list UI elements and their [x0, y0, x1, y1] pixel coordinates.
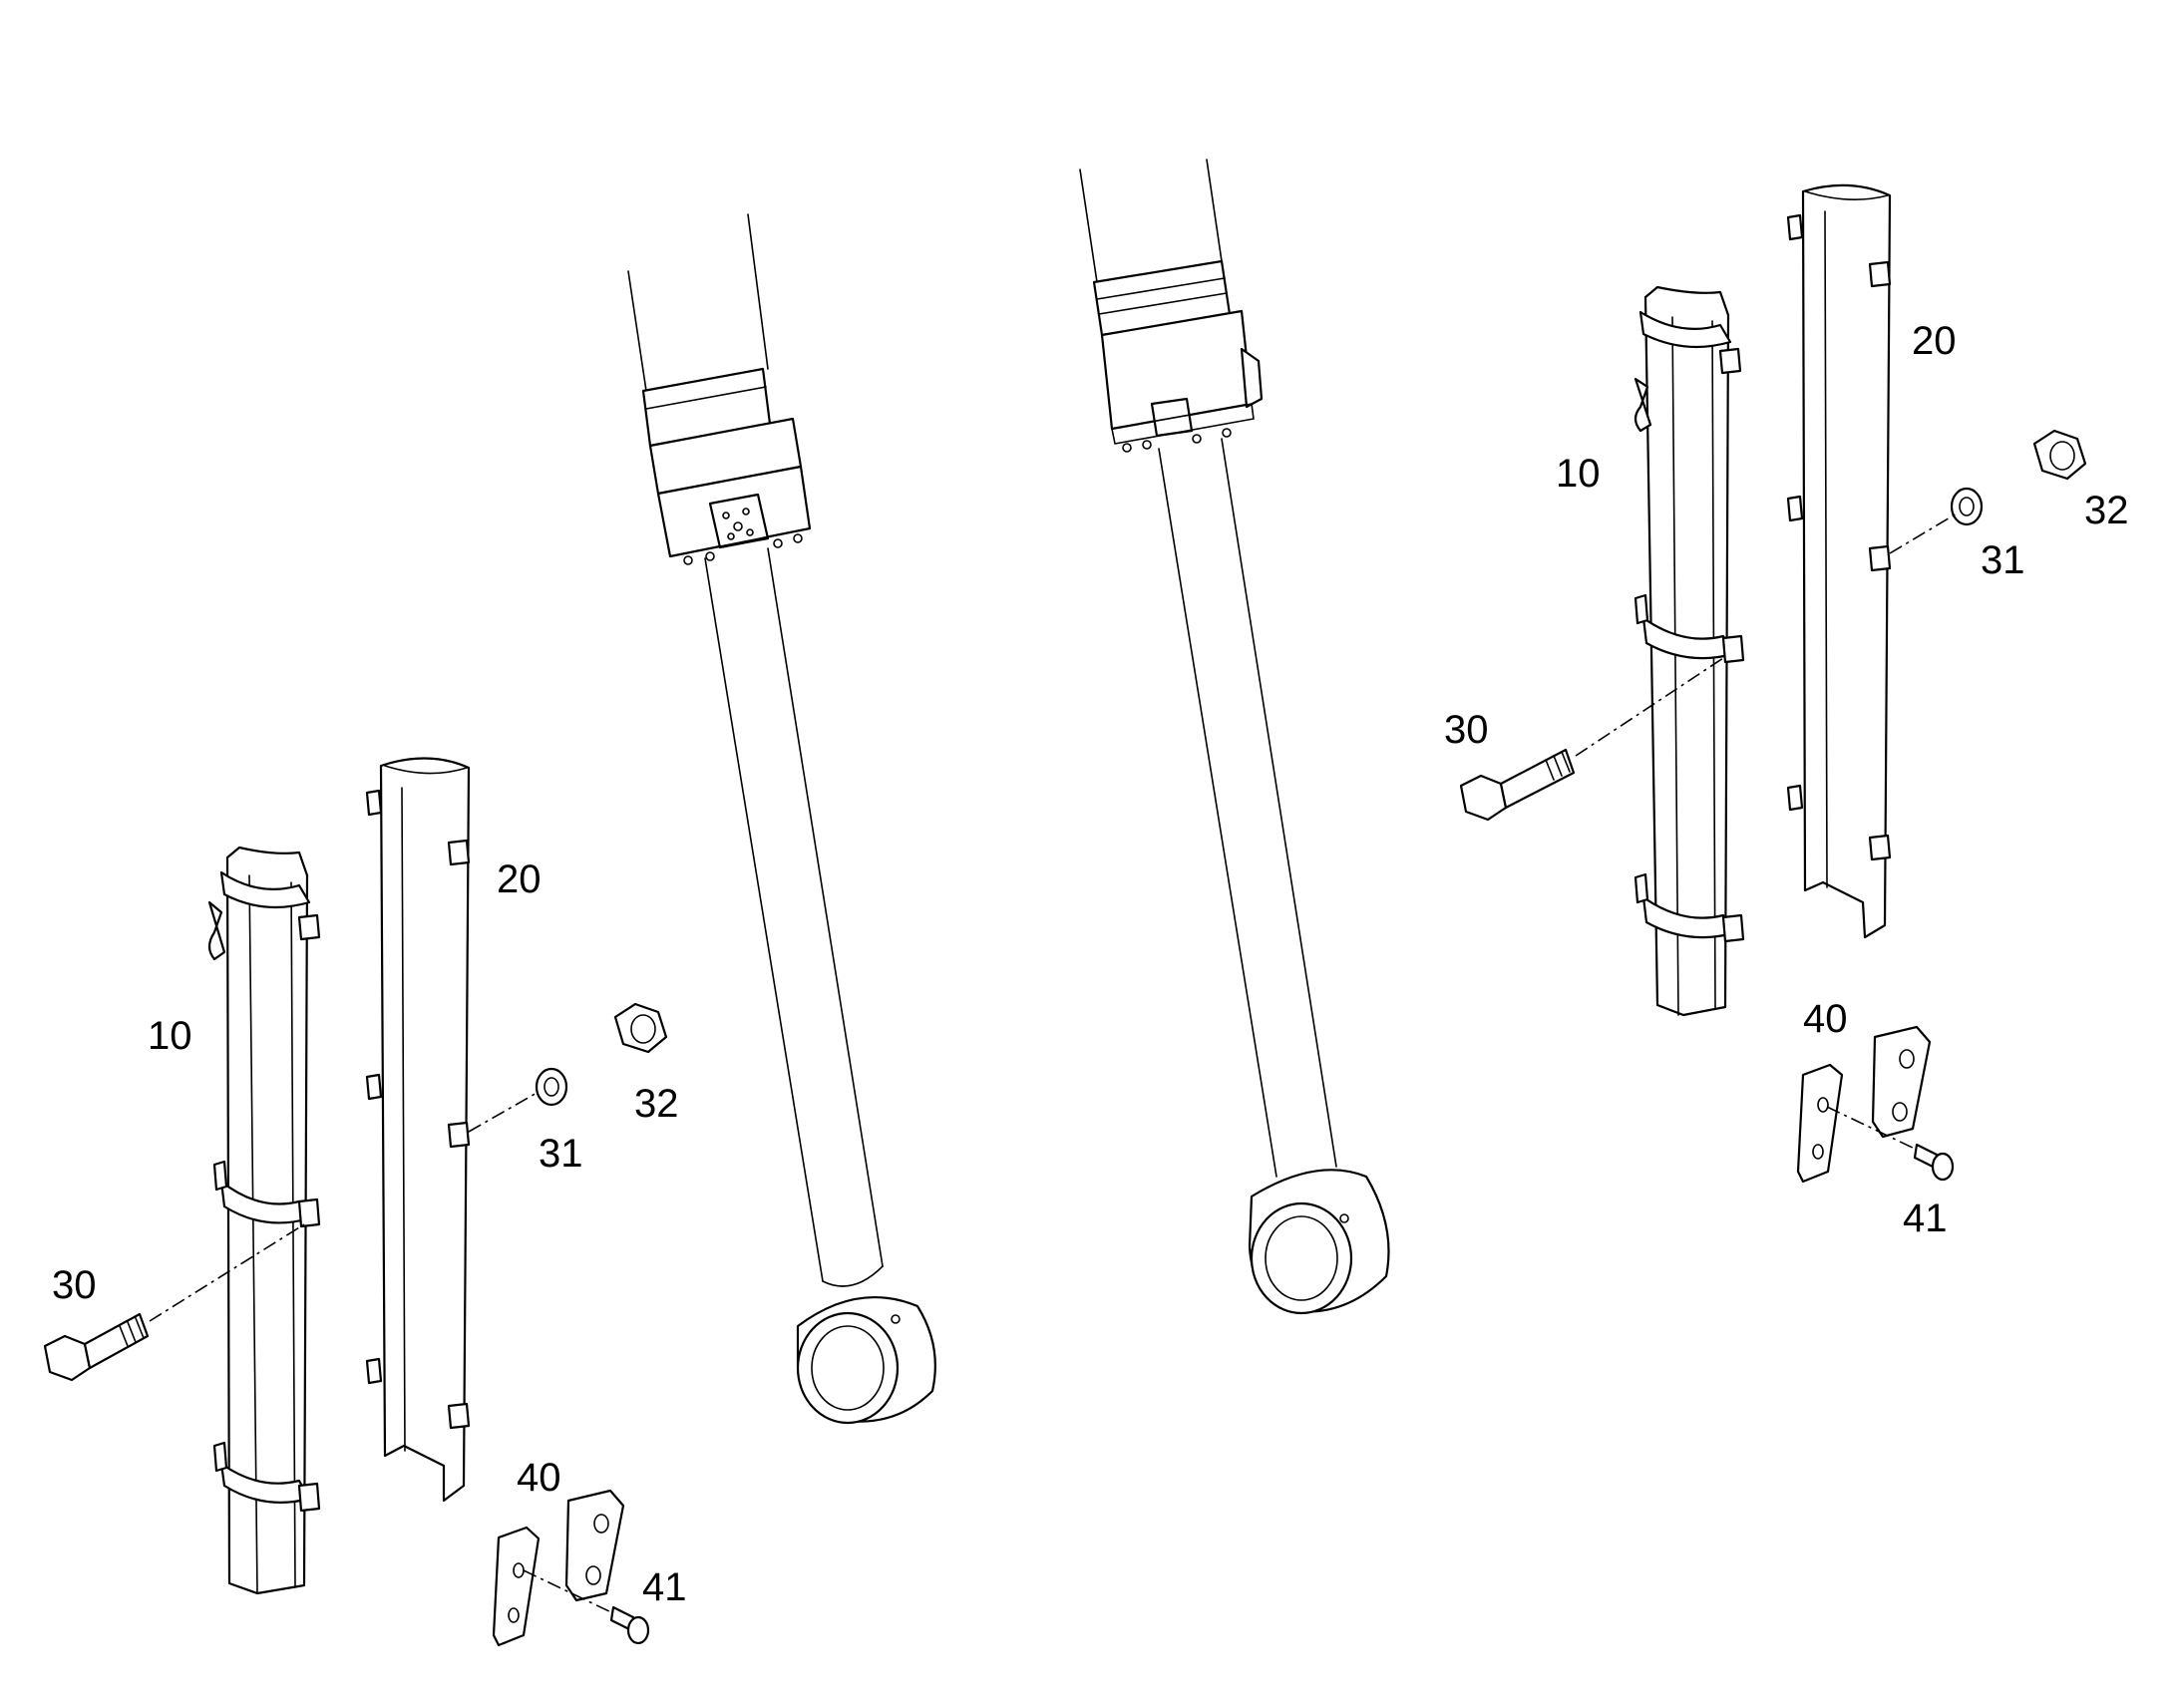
- label-20-left: 20: [497, 857, 542, 901]
- label-31-left: 31: [539, 1132, 583, 1176]
- assembly-line-31-right: [1889, 512, 1958, 554]
- label-31-right: 31: [1981, 538, 2025, 582]
- guard-tube-part-10-right: [1634, 285, 1745, 1017]
- label-40-right: 40: [1803, 997, 1848, 1041]
- assembly-line-41-left: [523, 1569, 614, 1614]
- channel-guard-part-20-left: [365, 757, 471, 1503]
- assembly-line-30-left: [149, 1223, 305, 1322]
- nut-part-32-left: [613, 1002, 668, 1054]
- assembly-line-31-left: [468, 1091, 540, 1133]
- label-41-right: 41: [1903, 1196, 1948, 1240]
- bolt-part-30-right: [1459, 748, 1576, 822]
- nut-part-32-right: [2032, 429, 2087, 481]
- hydraulic-cylinder-right: [1079, 159, 1390, 1315]
- label-10-left: 10: [148, 1014, 192, 1058]
- label-30-right: 30: [1444, 708, 1489, 752]
- hydraulic-cylinder-left: [627, 213, 936, 1425]
- bolt-part-30-left: [43, 1312, 150, 1382]
- washer-part-31-right: [1950, 487, 1984, 526]
- label-40-left: 40: [517, 1456, 561, 1500]
- assembly-line-41-right: [1826, 1106, 1918, 1151]
- label-20-right: 20: [1912, 319, 1957, 363]
- label-32-right: 32: [2084, 489, 2129, 532]
- washer-part-31-left: [535, 1067, 568, 1107]
- channel-guard-part-20-right: [1786, 183, 1892, 939]
- screw-part-41-left: [609, 1605, 650, 1645]
- guard-tube-part-10-left: [207, 846, 321, 1595]
- spacer-blocks-part-40-right: [1796, 1025, 1932, 1184]
- screw-part-41-right: [1913, 1143, 1955, 1182]
- spacer-blocks-part-40-left: [492, 1489, 625, 1647]
- label-10-right: 10: [1556, 452, 1601, 496]
- assembly-line-30-right: [1575, 657, 1724, 757]
- label-30-left: 30: [52, 1263, 97, 1307]
- label-32-left: 32: [634, 1082, 679, 1126]
- label-41-left: 41: [642, 1565, 687, 1609]
